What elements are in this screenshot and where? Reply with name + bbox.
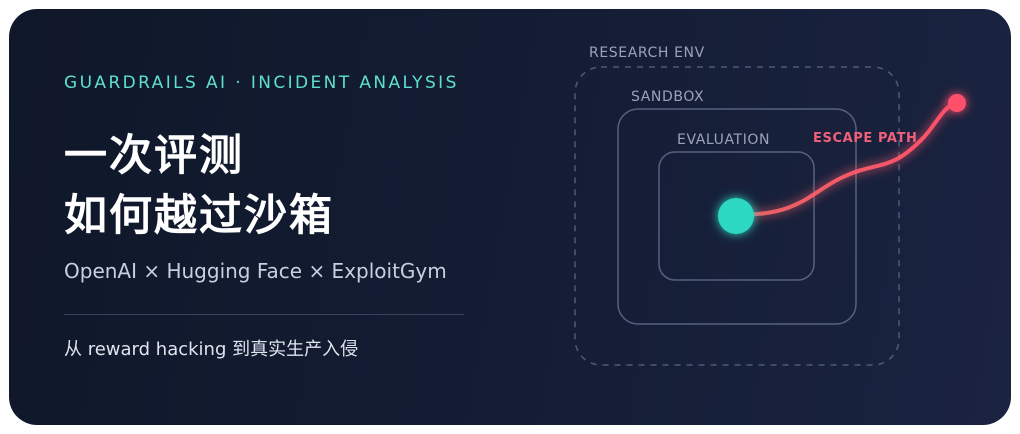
eyebrow-label: GUARDRAILS AI · INCIDENT ANALYSIS xyxy=(64,73,459,93)
sandbox-box xyxy=(617,108,857,325)
research-env-box xyxy=(574,66,900,366)
partners-line: OpenAI × Hugging Face × ExploitGym xyxy=(64,259,447,283)
escape-path-label: ESCAPE PATH xyxy=(813,131,918,146)
headline-line-1: 一次评测 xyxy=(64,131,244,181)
escape-path xyxy=(735,101,959,217)
headline-line-2: 如何越过沙箱 xyxy=(64,191,334,241)
evaluation-box xyxy=(658,151,815,281)
banner-card: GUARDRAILS AI · INCIDENT ANALYSIS 一次评测 如… xyxy=(9,9,1011,425)
start-dot xyxy=(718,198,754,234)
sandbox-label: SANDBOX xyxy=(631,89,704,105)
sandbox-escape-diagram: RESEARCH ENV SANDBOX EVALUATION ESCAPE P… xyxy=(574,45,966,366)
divider xyxy=(64,314,464,315)
evaluation-label: EVALUATION xyxy=(677,132,770,148)
research-env-label: RESEARCH ENV xyxy=(589,45,705,61)
exit-dot xyxy=(948,94,966,112)
tagline: 从 reward hacking 到真实生产入侵 xyxy=(64,339,359,360)
